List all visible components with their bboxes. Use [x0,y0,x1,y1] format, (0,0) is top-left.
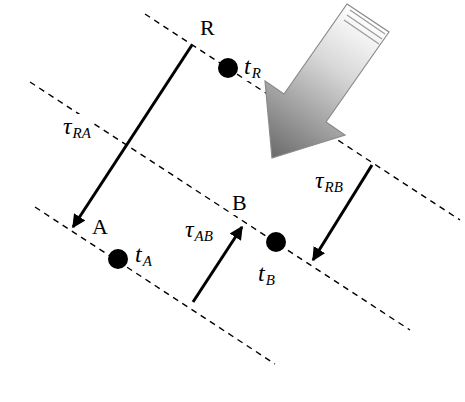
sensor-dot [266,232,286,252]
sensor-dot [108,249,128,269]
wavefront-line [35,207,275,364]
time-label: tB [257,261,276,288]
propagation-arrow [265,4,389,158]
time-label: tA [134,242,153,269]
delay-label: τRB [314,168,344,195]
delay-label: τRA [62,114,92,141]
delay-arrow [313,165,372,260]
sensor-dot [218,58,238,78]
delay-label: τAB [184,217,214,244]
point-label: R [199,16,216,40]
point-label: A [91,215,109,239]
arrow-tail-stripes [344,10,385,44]
time-label: tR [243,54,262,81]
point-label: B [231,191,248,215]
